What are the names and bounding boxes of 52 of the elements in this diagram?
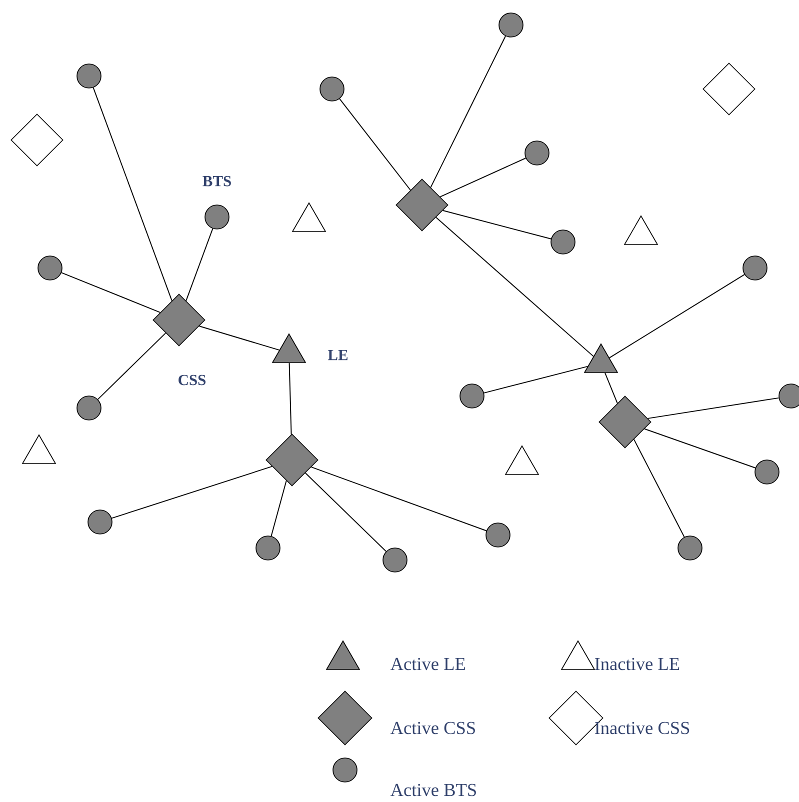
css-diamond (10, 114, 64, 166)
link-line (440, 158, 526, 198)
link-line (92, 87, 172, 302)
css-diamond (396, 178, 448, 232)
bts-circle (550, 230, 576, 254)
link-line (310, 466, 487, 532)
bts-circle (678, 536, 702, 560)
bts-circle (754, 460, 780, 484)
link-line (647, 397, 780, 419)
link-line (186, 228, 214, 302)
node-label: CSS (178, 374, 206, 386)
legend-text: Inactive LE (594, 658, 680, 670)
legend-text: Inactive CSS (594, 722, 690, 734)
link-line (436, 216, 594, 357)
bts-circle (486, 522, 510, 548)
bts-circle (498, 12, 524, 38)
css-diamond (266, 434, 318, 486)
bts-circle (204, 204, 230, 230)
link-line (304, 472, 387, 552)
link-line (61, 272, 161, 313)
legend-text: Active LE (390, 658, 465, 670)
bts-circle (460, 384, 484, 408)
link-line (339, 98, 411, 191)
bts-circle (382, 548, 408, 572)
bts-circle (256, 536, 280, 560)
bts-circle (88, 510, 112, 534)
node-label: BTS (202, 176, 231, 186)
bts-circle (38, 256, 62, 280)
link-line (288, 362, 292, 435)
link-line (430, 36, 506, 188)
link-line (270, 480, 287, 537)
link-line (111, 466, 273, 519)
bts-circle (76, 64, 102, 88)
legend-text: Active BTS (390, 784, 476, 796)
link-line (644, 428, 756, 468)
bts-circle (778, 384, 799, 408)
bts-circle (320, 76, 344, 102)
link-line (634, 438, 685, 538)
legend-text: Active CSS (390, 722, 475, 734)
node-label: LE (328, 350, 348, 360)
bts-circle (76, 396, 102, 420)
bts-circle (742, 256, 768, 280)
link-line (442, 210, 552, 240)
link-line (198, 326, 280, 351)
link-line (608, 274, 745, 358)
link-line (484, 366, 588, 394)
css-diamond (598, 396, 652, 448)
link-line (97, 332, 166, 400)
css-diamond (152, 294, 206, 346)
link-line (604, 372, 618, 404)
bts-circle (524, 140, 550, 166)
css-diamond (702, 62, 756, 116)
